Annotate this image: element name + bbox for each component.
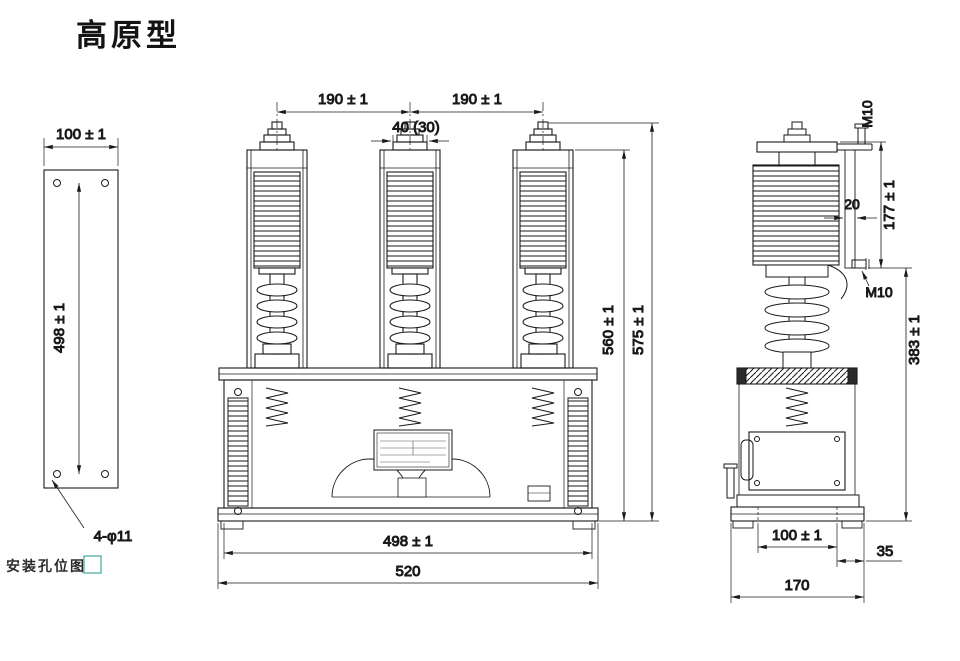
spring-left: [265, 387, 289, 427]
dim-mounting-height: 498 ± 1: [51, 303, 68, 353]
page-title: 高原型: [76, 18, 181, 53]
interrupter-side: [752, 164, 840, 266]
front-view: 190 ± 1 190 ± 1 40 (30): [217, 91, 659, 589]
mounting-hole: [101, 179, 109, 187]
spring-middle: [398, 387, 422, 427]
pole-left: [246, 121, 308, 369]
dim-height-383: 383 ± 1: [906, 315, 923, 365]
dim-terminal-width: 40 (30): [392, 119, 440, 136]
dim-hole-spacing-100: 100 ± 1: [772, 527, 822, 544]
mechanism-box: [740, 431, 846, 491]
mounting-hole: [53, 179, 61, 187]
mounting-hole: [101, 470, 109, 478]
nameplate: [373, 429, 453, 471]
leader-holes: [51, 479, 85, 529]
flexible-connector: [827, 264, 848, 300]
dim-height-560: 560 ± 1: [600, 305, 617, 355]
pole-middle: [379, 121, 441, 369]
side-view: M10 20 177 ± 1 M10 383 ± 1 100 ± 1 35 17…: [723, 100, 924, 603]
dim-mounting-width: 100 ± 1: [56, 126, 106, 143]
watermark-seal: [83, 555, 102, 574]
dim-width-520: 520: [395, 563, 420, 580]
dim-holes-callout: 4-φ11: [94, 528, 133, 545]
spring-right: [531, 387, 555, 427]
dim-pole-spacing-left: 190 ± 1: [318, 91, 368, 108]
mounting-hole: [53, 470, 61, 478]
mounting-view: 100 ± 1 498 ± 1 4-φ11: [43, 126, 133, 546]
dim-depth-170: 170: [784, 577, 809, 594]
dim-pole-spacing-right: 190 ± 1: [452, 91, 502, 108]
mounting-plate-outline: [43, 169, 119, 489]
dim-edge-offset-35: 35: [877, 543, 894, 560]
right-terminal-strip: [567, 397, 589, 507]
left-terminal-strip: [227, 397, 249, 507]
watermark-text: 安装孔位图: [6, 558, 86, 574]
side-bracket-strip: [844, 149, 856, 269]
base-assembly: [217, 367, 599, 530]
dim-m10-side: M10: [865, 284, 892, 300]
dim-height-177: 177 ± 1: [881, 180, 898, 230]
spring-side: [785, 387, 809, 427]
dim-m10-top: M10: [859, 100, 875, 127]
pole-right: [512, 121, 574, 369]
mounting-band: [736, 367, 858, 385]
dim-height-575: 575 ± 1: [630, 305, 647, 355]
dim-bracket-20: 20: [844, 196, 860, 212]
watermark: 安装孔位图: [6, 555, 102, 574]
dim-width-498: 498 ± 1: [383, 533, 433, 550]
